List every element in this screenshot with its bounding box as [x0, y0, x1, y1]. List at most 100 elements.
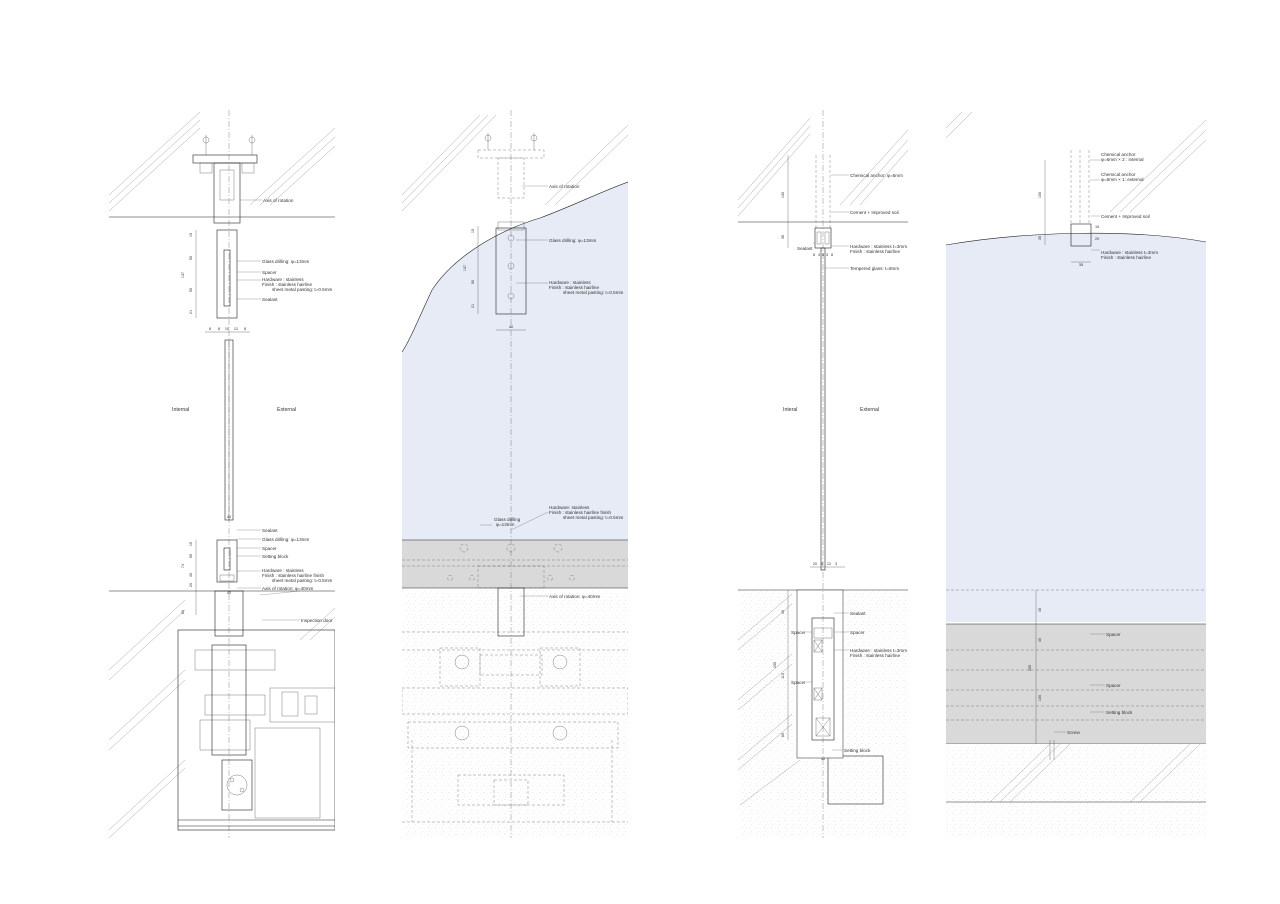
label3-external: External [860, 407, 879, 413]
dim3-w2: 3 [818, 253, 820, 257]
top-anchor-3 [814, 155, 832, 249]
label-glass-drilling-top: Glass drilling: φ=13mm [262, 259, 309, 264]
label3-spacer-3: Spacer [791, 680, 806, 685]
label2-finish: Finish : stainless hairline [549, 285, 599, 290]
dim4-v40: 40 [1038, 608, 1042, 612]
label4-screw: Screw [1067, 730, 1080, 735]
dim4-35: 35 [1038, 236, 1042, 240]
label3-finish-top: Finish : stainless hairline [850, 249, 900, 254]
dim3-v60: 60 [781, 733, 785, 737]
dim-bot-5: 20 [189, 583, 193, 587]
label-sealant-top: Sealant [262, 297, 278, 302]
glass-pane [224, 339, 234, 521]
water-fill [402, 182, 628, 540]
label3-hardware-top: Hardware : stainless t=3mm [850, 244, 907, 249]
dim3-v40b: 40 [821, 757, 825, 761]
diagonal-hatch-bot-4 [989, 743, 1201, 803]
label2-axis-bot: Axis of rotation: φ=40mm [549, 594, 601, 599]
label-sheet-top: sheet metal pasting: t=0.5mm [272, 287, 333, 292]
panel-3-section-fixed: 100 35 8 3 8 3 8 20 8 12 3 40 200 110 60… [738, 110, 908, 838]
label2-sheet: sheet metal pasting: t=0.5mm [563, 290, 624, 295]
label3-chemical-anchor: Chemical anchor: φ=6mm [850, 173, 903, 178]
dim3-v110: 110 [781, 673, 785, 679]
dim4-v100: 100 [1038, 695, 1042, 701]
bottom-channel-3 [811, 617, 835, 741]
dim-bot-1: 15 [189, 542, 193, 546]
dim3-v200: 200 [773, 662, 777, 668]
dim3-b2: 8 [821, 562, 823, 566]
dim3-w5: 8 [831, 253, 833, 257]
label4-chemical-anchor-2b: φ=6mm × 1: external [1101, 177, 1144, 182]
label4-setting-block: Setting block [1106, 710, 1133, 715]
label3-hardware-bot: Hardware : stainless t=3mm [850, 648, 907, 653]
label3-setting-block: Setting block [844, 748, 871, 753]
label-glass-drilling-bot: Glass drilling: φ=13mm [262, 537, 309, 542]
label3-internal: Interal [783, 407, 797, 413]
panel-1-dimensions: 15 50 137 50 21 8 8 10 12 8 40 15 50 74 … [181, 230, 250, 615]
label3-finish-bot: Finish : stainless hairline [850, 653, 900, 658]
water-edge-4 [946, 232, 1206, 246]
label-hardware-top: Hardware : stainless [262, 277, 304, 282]
dim-mid-5: 8 [244, 327, 246, 331]
label2-finish-low: Finish : stainless hairline finish [549, 510, 611, 515]
dim-top-1: 15 [189, 233, 193, 237]
label-sheet-bot: sheet metal pasting: t=0.5mm [272, 578, 333, 583]
panel-3-leaders [806, 174, 849, 751]
dim3-v40: 40 [781, 610, 785, 614]
dim-bot-3: 74 [181, 564, 185, 568]
dim3-b1: 20 [813, 562, 817, 566]
top-hardware [192, 135, 258, 319]
dim4-v200: 200 [1028, 665, 1032, 671]
label3-sealant-bot: Sealant [850, 611, 866, 616]
diagonal-hatch-top [109, 111, 335, 212]
dim2-50: 50 [471, 280, 475, 284]
label-axis-of-rotation-bot: Axis of rotation: φ=40mm [262, 586, 314, 591]
dim-mid-4: 12 [234, 327, 238, 331]
label4-chemical-anchor-1: Chemical anchor [1101, 152, 1136, 157]
dim4-15: 15 [1095, 225, 1099, 229]
dim3-35: 35 [781, 235, 785, 239]
label-spacer-bot: Spacer [262, 546, 277, 551]
dim4-w35: 35 [1079, 263, 1083, 267]
label2-hardware: Hardware : stainless [549, 280, 591, 285]
panel-1-leaders [237, 199, 300, 621]
water-edge [402, 181, 628, 353]
label2-glass-drilling: Glass drilling: φ=13mm [549, 238, 596, 243]
dim-mid-6: 40 [227, 515, 231, 519]
label4-spacer-2: Spacer [1106, 683, 1121, 688]
label-spacer-top: Spacer [262, 270, 277, 275]
panel-2-elevation-pivot: 15 137 50 21 40 Axis of rotation Glass d… [402, 110, 628, 838]
dim3-w1: 8 [813, 253, 815, 257]
label2-axis-top: Axis of rotation [549, 184, 580, 189]
label4-hardware: Hardware : stainless t=3mm [1101, 250, 1158, 255]
screw-4 [1049, 740, 1055, 760]
dim4-v40b: 40 [1038, 638, 1042, 642]
diagonal-hatch-top-4 [946, 111, 1206, 213]
panel-4-leaders [1054, 159, 1105, 733]
dim2-21: 21 [471, 304, 475, 308]
label4-cement: Cement + Improved soil [1101, 214, 1150, 219]
dim2-40: 40 [509, 325, 513, 329]
mechanism-box [177, 590, 335, 831]
label-internal: Internal [172, 407, 189, 413]
label-finish-top: Finish : stainless hairline [262, 282, 312, 287]
label3-sealant-top: Sealant [797, 246, 813, 251]
panel-2-leaders [480, 185, 549, 597]
dim4-20: 20 [1095, 237, 1099, 241]
label3-spacer-1: Spacer [791, 630, 806, 635]
dim-bot-6: 60 [181, 610, 185, 614]
label3-tempered-glass: Tempered glass: t=8mm [850, 266, 899, 271]
label2-hardware-low: Hardware: stainless [549, 505, 590, 510]
dim3-w3: 8 [822, 253, 824, 257]
dim-bot-7: 40 [227, 591, 231, 595]
panel-4-elevation-fixed: 100 35 15 20 35 40 40 200 100 Chemical a… [946, 111, 1206, 838]
diagonal-hatch-top-3 [738, 117, 908, 217]
label4-finish: Finish : stainless hairline [1101, 255, 1151, 260]
label2-glass-drilling-low-1: Glass drilling [494, 517, 521, 522]
dim-top-3: 137 [181, 272, 185, 278]
panel-2-dimensions: 15 137 50 21 40 [463, 226, 526, 331]
diagonal-hatch-top-2 [402, 114, 628, 212]
dim-top-4: 50 [189, 288, 193, 292]
label-inspection-door: Inspection door [301, 618, 333, 623]
